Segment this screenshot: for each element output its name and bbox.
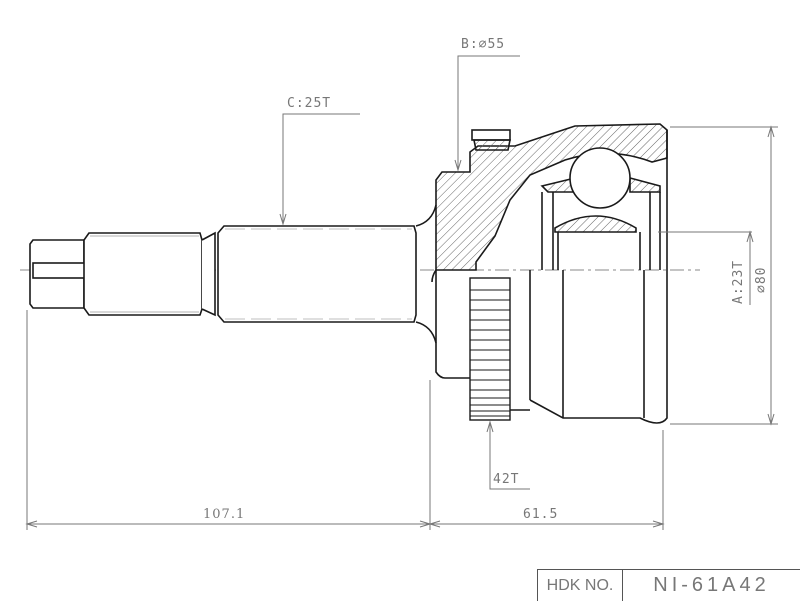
abs-tone-ring bbox=[469, 277, 511, 421]
callout-c-label: C:25T bbox=[287, 96, 332, 111]
callout-a-label: A:23T bbox=[731, 259, 746, 304]
bell-housing bbox=[431, 123, 668, 424]
callout-b-label: B:⌀55 bbox=[461, 37, 506, 52]
title-block: HDK NO. NI-61A42 bbox=[537, 569, 800, 601]
abs-ring-teeth-label: 42T bbox=[493, 472, 520, 487]
shaft bbox=[29, 204, 437, 344]
shaft-length-dimension: 107.1 bbox=[203, 507, 246, 522]
outer-diameter-label: ⌀80 bbox=[754, 266, 769, 293]
bell-length-dimension: 61.5 bbox=[523, 507, 559, 522]
part-number-value: NI-61A42 bbox=[653, 574, 770, 596]
dimension-lines bbox=[25, 55, 778, 530]
part-number-key: HDK NO. bbox=[538, 570, 623, 601]
